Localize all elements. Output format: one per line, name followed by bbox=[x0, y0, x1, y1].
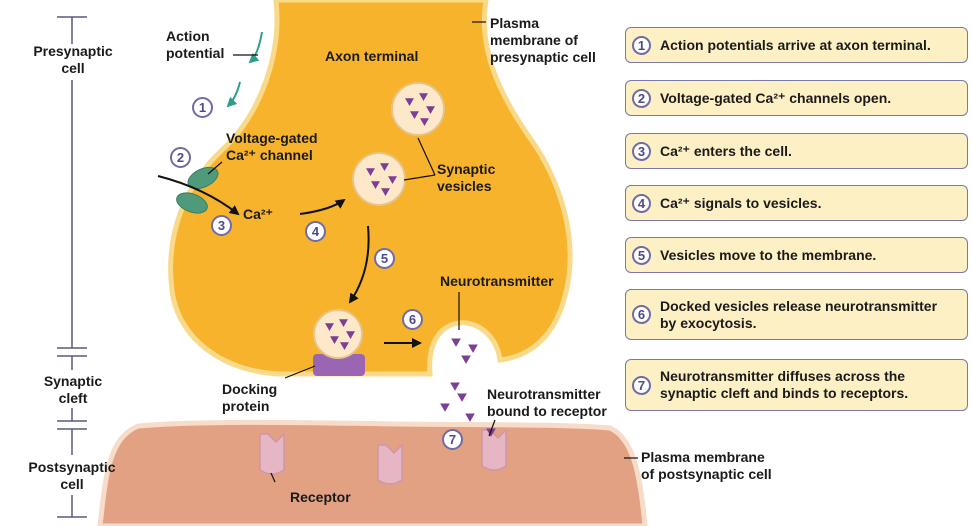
step-box-6: 6 Docked vesicles release neurotransmitt… bbox=[625, 289, 968, 340]
step-number: 2 bbox=[632, 88, 651, 108]
step-box-3: 3 Ca²⁺ enters the cell. bbox=[625, 133, 968, 169]
step-text: Docked vesicles release neurotransmitter… bbox=[660, 297, 938, 331]
step-number: 3 bbox=[632, 141, 651, 161]
step-number: 5 bbox=[632, 245, 651, 265]
postsynaptic-cell bbox=[97, 419, 648, 526]
diagram-step-2: 2 bbox=[170, 147, 191, 168]
calcium-ion-label: Ca²⁺ bbox=[243, 206, 273, 222]
postsynaptic-cell-label: Postsynaptic cell bbox=[28, 459, 116, 492]
vesicles bbox=[313, 82, 445, 359]
step-text: Neurotransmitter diffuses across the syn… bbox=[660, 368, 909, 401]
step-text: Ca²⁺ signals to vesicles. bbox=[660, 194, 822, 211]
diagram-step-5: 5 bbox=[374, 248, 395, 269]
diagram-step-1: 1 bbox=[192, 97, 213, 118]
action-potential-arrows bbox=[226, 31, 263, 108]
docking-protein-label: Docking protein bbox=[222, 381, 278, 414]
step-number: 1 bbox=[632, 35, 651, 55]
synaptic-vesicles-label: Synaptic vesicles bbox=[437, 161, 496, 194]
receptors bbox=[259, 428, 507, 485]
ca-channels bbox=[176, 166, 219, 214]
diagram-step-3: 3 bbox=[211, 215, 232, 236]
synaptic-cleft-label: Synaptic cleft bbox=[43, 373, 103, 406]
docking-protein bbox=[313, 354, 365, 376]
receptor-label: Receptor bbox=[290, 489, 351, 505]
presynaptic-cell-label: Presynaptic cell bbox=[33, 43, 113, 76]
step-text: Ca²⁺ enters the cell. bbox=[660, 142, 792, 159]
step-box-2: 2 Voltage-gated Ca²⁺ channels open. bbox=[625, 80, 968, 116]
process-arrows bbox=[157, 175, 422, 348]
diagram-step-6: 6 bbox=[402, 309, 423, 330]
pointer-lines bbox=[207, 21, 638, 483]
step-box-4: 4 Ca²⁺ signals to vesicles. bbox=[625, 185, 968, 221]
axon-terminal-label: Axon terminal bbox=[325, 48, 419, 64]
step-text: Action potentials arrive at axon termina… bbox=[660, 36, 931, 53]
step-number: 7 bbox=[632, 375, 651, 395]
step-box-1: 1 Action potentials arrive at axon termi… bbox=[625, 27, 968, 63]
plasma-membrane-presynaptic-label: Plasma membrane of presynaptic cell bbox=[490, 15, 596, 65]
step-text: Voltage-gated Ca²⁺ channels open. bbox=[660, 89, 892, 106]
step-number: 4 bbox=[632, 193, 651, 213]
voltage-gated-channel-label: Voltage-gated Ca²⁺ channel bbox=[226, 130, 318, 163]
plasma-membrane-postsynaptic-label: Plasma membrane of postsynaptic cell bbox=[641, 449, 772, 482]
diagram-step-4: 4 bbox=[305, 221, 326, 242]
step-number: 6 bbox=[632, 305, 651, 324]
step-box-7: 7 Neurotransmitter diffuses across the s… bbox=[625, 359, 968, 411]
nt-bound-receptor-label: Neurotransmitter bound to receptor bbox=[487, 386, 607, 419]
diagram-step-7: 7 bbox=[442, 429, 463, 450]
action-potential-label: Action potential bbox=[166, 28, 225, 61]
scale-bars bbox=[57, 16, 87, 518]
step-box-5: 5 Vesicles move to the membrane. bbox=[625, 237, 968, 273]
step-text: Vesicles move to the membrane. bbox=[660, 246, 877, 263]
neurotransmitter-label: Neurotransmitter bbox=[440, 273, 554, 289]
